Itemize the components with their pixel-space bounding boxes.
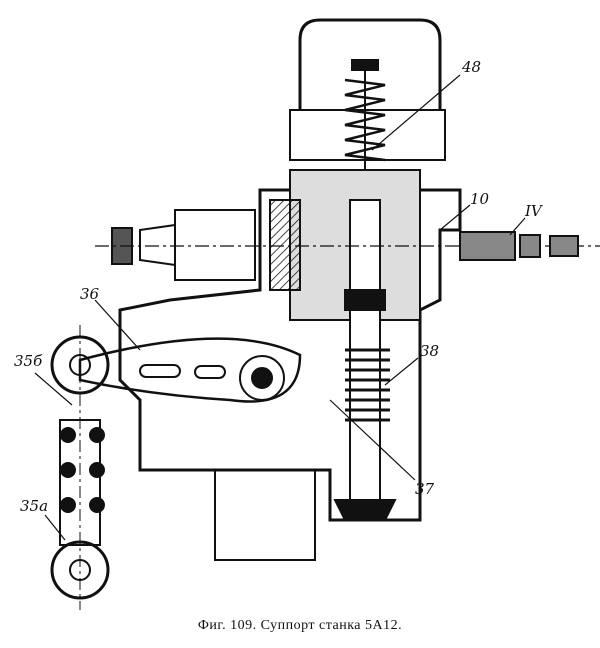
figure-caption: Фиг. 109. Суппорт станка 5А12. bbox=[197, 618, 403, 633]
label-36: 36 bbox=[80, 285, 100, 303]
label-iv: IV bbox=[525, 202, 542, 220]
label-48: 48 bbox=[462, 58, 482, 76]
label-35b: 35б bbox=[14, 352, 43, 370]
label-38: 38 bbox=[420, 342, 440, 360]
label-37: 37 bbox=[415, 480, 435, 498]
label-10: 10 bbox=[470, 190, 490, 208]
label-35a: 35а bbox=[20, 497, 49, 515]
